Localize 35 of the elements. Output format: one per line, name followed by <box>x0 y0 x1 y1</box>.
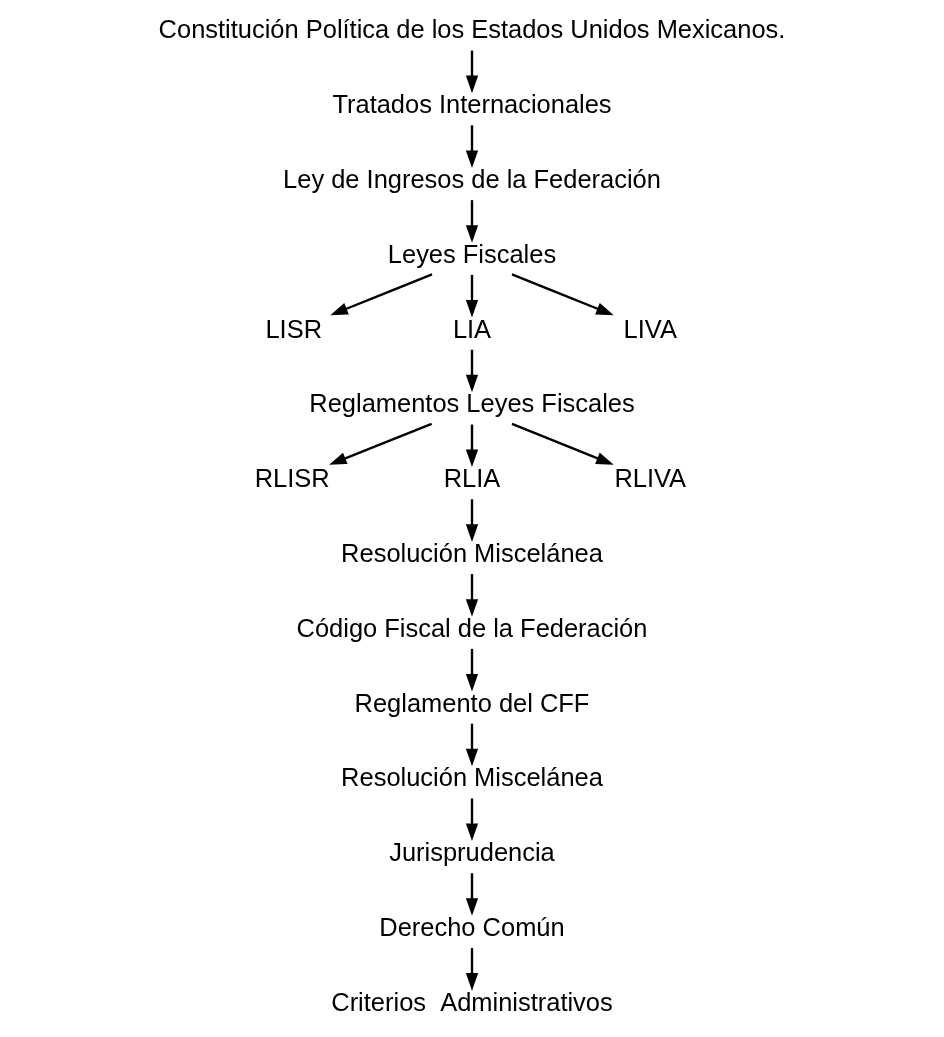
node-text: Derecho Común <box>379 912 565 941</box>
node-text: Código Fiscal de la Federación <box>296 613 648 642</box>
arrow <box>465 723 479 767</box>
arrow <box>465 798 479 842</box>
arrow <box>511 273 614 316</box>
arrow <box>465 349 479 393</box>
arrow <box>465 648 479 692</box>
node-text: Tratados Internacionales <box>332 90 612 119</box>
node-text: RLIA <box>443 464 501 493</box>
arrow <box>465 50 479 94</box>
node-text: Leyes Fiscales <box>387 239 557 268</box>
arrow <box>465 125 479 168</box>
node-text: Reglamento del CFF <box>354 688 590 717</box>
arrow <box>465 948 479 991</box>
node-text: Constitución Política de los Estados Unidos Mexicanos. <box>158 15 786 44</box>
arrow <box>465 574 479 617</box>
node-text: Reglamentos Leyes Fiscales <box>309 389 635 418</box>
arrow <box>465 873 479 916</box>
arrow <box>511 422 614 465</box>
node-text: Ley de Ingresos de la Federación <box>283 164 661 193</box>
arrow <box>330 273 433 316</box>
node-text: LISR <box>265 314 323 343</box>
arrow <box>329 422 433 465</box>
node-text: LIA <box>452 314 492 343</box>
arrow <box>465 200 479 243</box>
node-text: Resolución Miscelánea <box>341 538 603 567</box>
arrow <box>465 274 479 318</box>
node-text: Criterios Administrativos <box>331 987 613 1016</box>
arrow <box>465 499 479 542</box>
node-text: RLISR <box>254 464 330 493</box>
node-text: Jurisprudencia <box>389 838 555 867</box>
node-text: Resolución Miscelánea <box>341 763 603 792</box>
node-text: LIVA <box>623 314 677 343</box>
arrow <box>465 424 479 468</box>
node-text: RLIVA <box>614 464 687 493</box>
